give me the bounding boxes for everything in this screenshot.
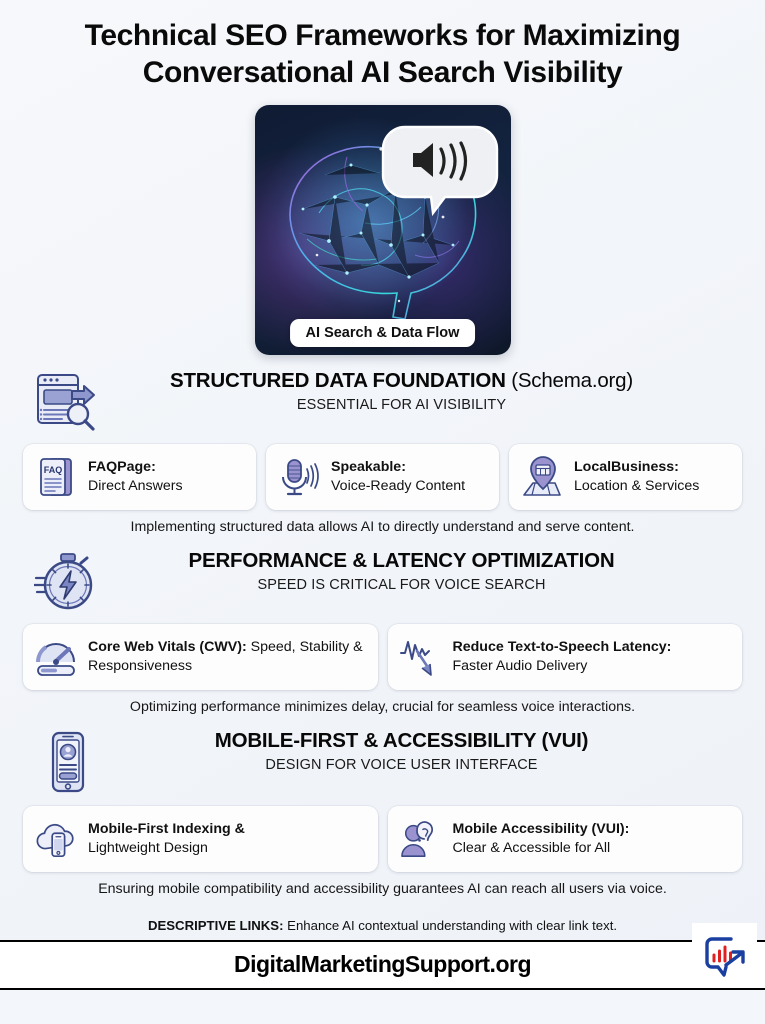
section-titles: MOBILE-FIRST & ACCESSIBILITY (VUI) DESIG… (110, 729, 743, 773)
card-title: Core Web Vitals (CWV): (88, 639, 247, 656)
speaker-bubble-icon (381, 125, 498, 217)
section-mobile-accessibility: MOBILE-FIRST & ACCESSIBILITY (VUI) DESIG… (0, 729, 765, 897)
card-desc: Speed, Stability & Responsiveness (88, 639, 363, 675)
descriptive-links-label: DESCRIPTIVE LINKS: (147, 918, 284, 933)
section-note: Optimizing performance minimizes delay, … (129, 699, 636, 716)
section-header: STRUCTURED DATA FOUNDATION (Schema.org) … (22, 369, 743, 433)
section-title-bold: PERFORMANCE & LATENCY OPTIMIZATION (188, 549, 615, 573)
site-logo[interactable] (692, 923, 757, 988)
card-title: Mobile Accessibility (VUI): (452, 821, 630, 838)
footer-spacer (0, 990, 765, 1024)
cloud-mobile-icon (35, 817, 77, 861)
card-text: LocalBusiness: Location & Services (574, 458, 699, 495)
infographic-header: Technical SEO Frameworks for Maximizing … (0, 0, 765, 97)
section-title: MOBILE-FIRST & ACCESSIBILITY (VUI) (110, 729, 693, 754)
brand-name: DigitalMarketingSupport.org (234, 951, 532, 977)
stopwatch-lightning-icon (30, 549, 104, 613)
page-title-line1: Technical SEO Frameworks for Maximizing (84, 19, 681, 52)
brain-network-icon (274, 125, 498, 321)
section-header: MOBILE-FIRST & ACCESSIBILITY (VUI) DESIG… (22, 729, 743, 795)
section-cards: Mobile-First Indexing & Lightweight Desi… (22, 806, 743, 873)
faq-document-icon: FAQ (35, 455, 77, 499)
card-text: Mobile-First Indexing & Lightweight Desi… (88, 820, 245, 857)
card-speakable[interactable]: Speakable: Voice-Ready Content (266, 444, 499, 511)
chat-bar-chart-arrow-logo-icon (704, 936, 745, 977)
section-header: PERFORMANCE & LATENCY OPTIMIZATION SPEED… (22, 549, 743, 613)
card-faqpage[interactable]: FAQ FAQPage: Direct Answers (23, 444, 256, 511)
section-structured-data: STRUCTURED DATA FOUNDATION (Schema.org) … (0, 369, 765, 535)
section-subtitle: SPEED IS CRITICAL FOR VOICE SEARCH (257, 576, 546, 593)
waveform-down-arrow-icon (399, 635, 442, 679)
section-titles: STRUCTURED DATA FOUNDATION (Schema.org) … (110, 369, 743, 413)
map-pin-store-icon (521, 455, 563, 499)
page-title-line2: Conversational AI Search Visibility (142, 55, 623, 89)
section-titles: PERFORMANCE & LATENCY OPTIMIZATION SPEED… (110, 549, 743, 593)
card-title: Speakable: (331, 459, 406, 476)
card-title: FAQPage: (88, 459, 156, 476)
speedometer-gauge-icon (35, 635, 77, 679)
card-desc: Location & Services (574, 478, 700, 495)
person-ear-accessibility-icon (400, 817, 442, 861)
card-core-web-vitals[interactable]: Core Web Vitals (CWV): Speed, Stability … (23, 624, 378, 691)
infographic-footer: DESCRIPTIVE LINKS: Enhance AI contextual… (0, 912, 765, 1024)
card-text: Reduce Text-to-Speech Latency: Faster Au… (453, 638, 672, 675)
card-desc: Lightweight Design (88, 840, 208, 857)
card-desc: Faster Audio Delivery (452, 658, 588, 675)
card-title: LocalBusiness: (574, 459, 679, 476)
card-text: Core Web Vitals (CWV): Speed, Stability … (88, 638, 366, 675)
section-note: Implementing structured data allows AI t… (130, 519, 635, 536)
section-cards: Core Web Vitals (CWV): Speed, Stability … (22, 624, 743, 691)
section-subtitle: ESSENTIAL FOR AI VISIBILITY (296, 396, 507, 413)
section-performance-latency: PERFORMANCE & LATENCY OPTIMIZATION SPEED… (0, 549, 765, 715)
section-cards: FAQ FAQPage: Direct Answers (22, 444, 743, 511)
card-localbusiness[interactable]: LocalBusiness: Location & Services (509, 444, 742, 511)
descriptive-links-text: Enhance AI contextual understanding with… (283, 918, 618, 933)
card-mobile-accessibility[interactable]: Mobile Accessibility (VUI): Clear & Acce… (387, 806, 742, 873)
brand-bar: DigitalMarketingSupport.org (0, 940, 765, 990)
card-desc: Clear & Accessible for All (452, 840, 611, 857)
hero-label: AI Search & Data Flow (289, 319, 476, 348)
mobile-phone-profile-icon (30, 729, 104, 795)
card-title: Reduce Text-to-Speech Latency: (452, 639, 672, 656)
card-mobile-first-indexing[interactable]: Mobile-First Indexing & Lightweight Desi… (23, 806, 378, 873)
section-title-light: (Schema.org) (511, 369, 633, 393)
descriptive-links-note: DESCRIPTIVE LINKS: Enhance AI contextual… (0, 912, 765, 940)
card-text: Speakable: Voice-Ready Content (331, 458, 465, 495)
card-desc: Voice-Ready Content (331, 478, 466, 495)
card-text: FAQPage: Direct Answers (88, 458, 183, 495)
hero-image-wrapper: AI Search & Data Flow (0, 105, 765, 356)
section-title-bold: STRUCTURED DATA FOUNDATION (170, 369, 512, 393)
card-title: Mobile-First Indexing & (88, 821, 245, 838)
card-text: Mobile Accessibility (VUI): Clear & Acce… (453, 820, 630, 857)
card-reduce-tts-latency[interactable]: Reduce Text-to-Speech Latency: Faster Au… (387, 624, 742, 691)
section-title: PERFORMANCE & LATENCY OPTIMIZATION (110, 549, 693, 574)
structured-data-browser-search-icon (30, 369, 104, 433)
section-note: Ensuring mobile compatibility and access… (98, 881, 667, 898)
card-desc: Direct Answers (88, 478, 183, 495)
hero-brain-image: AI Search & Data Flow (254, 105, 511, 356)
microphone-icon (278, 455, 320, 499)
svg-text:FAQ: FAQ (44, 465, 63, 475)
section-title-bold: MOBILE-FIRST & ACCESSIBILITY (VUI) (214, 729, 589, 753)
page-title: Technical SEO Frameworks for Maximizing … (28, 18, 737, 91)
section-subtitle: DESIGN FOR VOICE USER INTERFACE (265, 756, 538, 773)
section-title: STRUCTURED DATA FOUNDATION (Schema.org) (110, 369, 693, 394)
